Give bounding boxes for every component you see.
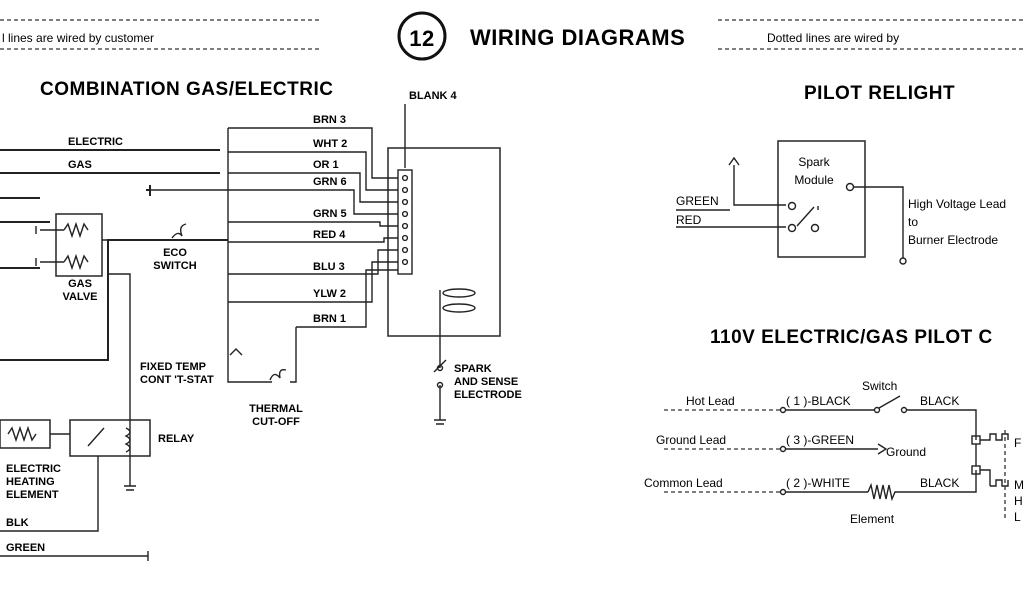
wire-3-green-label: ( 3 )-GREEN bbox=[786, 433, 854, 447]
ground-lead-label: Ground Lead bbox=[656, 433, 726, 447]
relay-box bbox=[69, 419, 151, 457]
eco-switch-symbol bbox=[171, 223, 187, 239]
blk-label: BLK bbox=[6, 517, 29, 529]
ground-wire bbox=[786, 443, 888, 455]
hot-wire bbox=[786, 409, 977, 440]
spark-coil-symbol bbox=[442, 288, 476, 313]
blk-wire bbox=[0, 456, 99, 532]
wire-label-wht2: WHT 2 bbox=[313, 138, 347, 150]
common-lead-label: Common Lead bbox=[644, 476, 723, 490]
green-wire bbox=[0, 551, 149, 561]
wire-label-brn1: BRN 1 bbox=[313, 313, 346, 325]
terminal-strip bbox=[397, 169, 413, 275]
ground-label: Ground bbox=[886, 445, 926, 459]
spark-electrode-lead bbox=[434, 290, 446, 425]
terminal-screws bbox=[401, 174, 409, 266]
wire-label-brn3: BRN 3 bbox=[313, 114, 346, 126]
relay-contacts bbox=[87, 420, 131, 456]
combo-title: COMBINATION GAS/ELECTRIC bbox=[40, 79, 333, 100]
relay-label: RELAY bbox=[158, 433, 195, 445]
heating-element-box bbox=[0, 419, 51, 449]
pilot-switch-contact bbox=[796, 206, 819, 227]
combination-diagram: COMBINATION GAS/ELECTRIC BLANK 4 BRN 3 W… bbox=[0, 79, 522, 561]
gas-valve-coil-2 bbox=[63, 253, 89, 271]
relay-coil bbox=[124, 427, 131, 453]
wire-2-white-label: ( 2 )-WHITE bbox=[786, 476, 850, 490]
electric-110v-title: 110V ELECTRIC/GAS PILOT C bbox=[710, 327, 993, 348]
left-customer-note: l lines are wired by customer bbox=[2, 31, 154, 45]
switch-contact bbox=[878, 395, 901, 409]
section-number-circle bbox=[397, 11, 447, 61]
wire-label-grn6: GRN 6 bbox=[313, 176, 347, 188]
pilot-relight-title: PILOT RELIGHT bbox=[804, 83, 955, 104]
hot-lead-label: Hot Lead bbox=[686, 394, 735, 408]
pilot-green-label: GREEN bbox=[676, 194, 719, 208]
page-title: WIRING DIAGRAMS bbox=[470, 25, 685, 50]
spark-module-box bbox=[777, 140, 866, 258]
green-label: GREEN bbox=[6, 542, 45, 554]
switch-label: Switch bbox=[862, 379, 897, 393]
black-label-1: BLACK bbox=[920, 394, 959, 408]
gas-valve-coil-1 bbox=[63, 221, 89, 239]
harness-wires bbox=[150, 127, 398, 370]
element-resistor bbox=[867, 482, 902, 502]
ground-stub bbox=[146, 185, 151, 196]
gas-valve-box bbox=[55, 213, 103, 277]
wire-label-blu3: BLU 3 bbox=[313, 261, 345, 273]
wire-label-red4: RED 4 bbox=[313, 229, 346, 241]
black-label-2: BLACK bbox=[920, 476, 959, 490]
electric-feed-label: ELECTRIC bbox=[68, 136, 123, 148]
relay-wiring bbox=[50, 273, 136, 491]
section-number: 12 bbox=[409, 26, 434, 51]
hv-lead-wire bbox=[853, 186, 904, 258]
gas-feed-label: GAS bbox=[68, 159, 92, 171]
right-label-f: F bbox=[1014, 436, 1021, 450]
common-wire bbox=[786, 470, 977, 493]
thermal-cutoff-symbol bbox=[269, 368, 287, 381]
wire-label-ylw2: YLW 2 bbox=[313, 288, 346, 300]
right-relay-leads bbox=[975, 433, 1009, 487]
element-label: Element bbox=[850, 512, 895, 526]
thermostat-leads bbox=[227, 327, 297, 383]
terminal-block-enclosure bbox=[387, 147, 501, 337]
electric-110v-diagram: 110V ELECTRIC/GAS PILOT C Hot Lead Groun… bbox=[644, 327, 1024, 526]
header: l lines are wired by customer 12 WIRING … bbox=[0, 11, 1024, 61]
wire-label-or1: OR 1 bbox=[313, 159, 339, 171]
fixed-temp-symbol bbox=[229, 348, 243, 356]
blank-4-label: BLANK 4 bbox=[409, 90, 458, 102]
wire-1-black-label: ( 1 )-BLACK bbox=[786, 394, 851, 408]
spark-module-terminal bbox=[845, 182, 855, 192]
pilot-red-label: RED bbox=[676, 213, 702, 227]
left-feed-wires bbox=[0, 197, 228, 361]
pilot-ground-lead bbox=[728, 156, 786, 206]
wire-label-grn5: GRN 5 bbox=[313, 208, 347, 220]
right-customer-note: Dotted lines are wired by bbox=[767, 31, 899, 45]
heating-element-coil bbox=[7, 425, 37, 443]
gas-valve-leads bbox=[35, 226, 64, 266]
